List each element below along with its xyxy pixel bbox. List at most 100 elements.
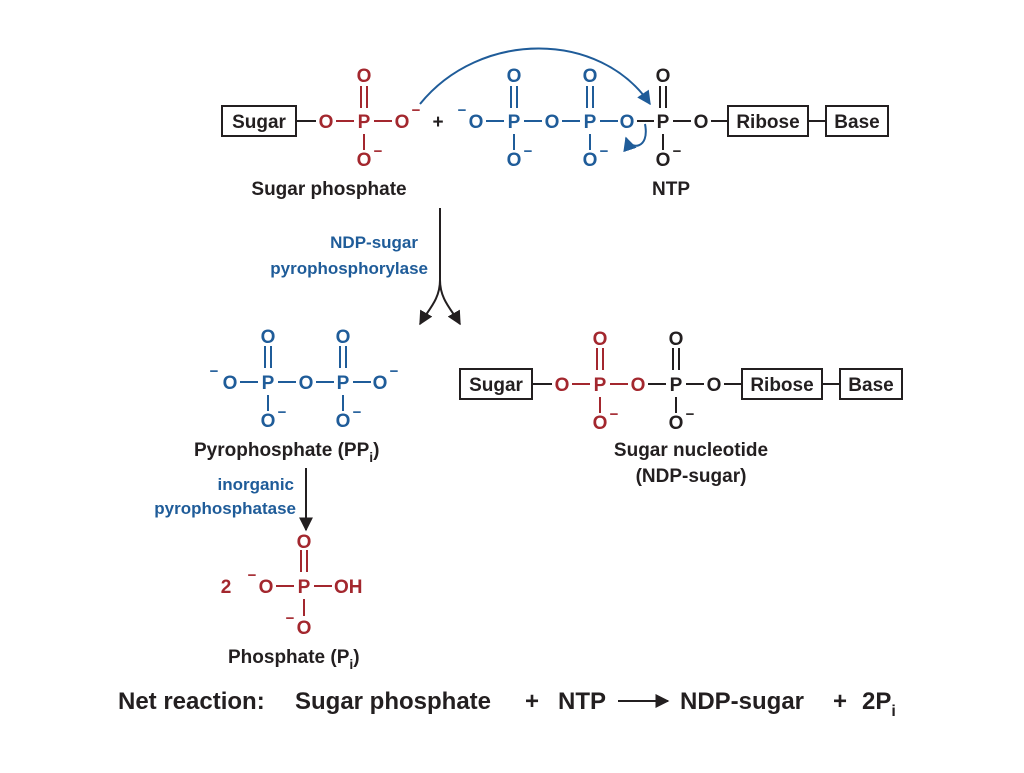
net-plus-sign: +: [833, 688, 847, 715]
oxygen-atom: O: [593, 413, 608, 434]
ribose-box-label: Ribose: [736, 112, 799, 133]
oxygen-atom: O: [583, 66, 598, 87]
net-product-phosphate-subscript: i: [891, 703, 895, 720]
base-box-label: Base: [848, 375, 893, 396]
oxygen-atom: O: [261, 411, 276, 432]
sugar-box-label: Sugar: [469, 375, 523, 396]
phosphate-label: Phosphate (Pi): [228, 647, 360, 672]
ntp-structure: − O P O O − O P O O − O P O O − O Ribose: [458, 66, 889, 171]
negative-charge: −: [286, 610, 295, 627]
oxygen-atom: O: [261, 327, 276, 348]
base-box-label: Base: [834, 112, 879, 133]
phosphorus-atom: P: [298, 577, 311, 598]
bridging-oxygen-atom: O: [620, 112, 635, 133]
negative-charge: −: [458, 102, 467, 119]
net-plus-sign: +: [525, 688, 539, 715]
oxygen-atom: O: [669, 413, 684, 434]
reaction-arrow-right-branch: [439, 279, 461, 326]
phosphorus-atom: P: [358, 112, 371, 133]
plus-sign: +: [432, 112, 443, 133]
phosphate-label-close: ): [353, 647, 359, 668]
phosphorus-atom: P: [584, 112, 597, 133]
oxygen-atom: O: [656, 150, 671, 171]
oxygen-atom: O: [545, 112, 560, 133]
oxygen-atom: O: [395, 112, 410, 133]
net-reactant-sugar-phosphate: Sugar phosphate: [295, 688, 491, 715]
negative-charge: −: [412, 102, 421, 119]
oxygen-atom: O: [297, 532, 312, 553]
stoichiometry-coefficient: 2: [221, 577, 232, 598]
oxygen-atom: O: [319, 112, 334, 133]
negative-charge: −: [390, 363, 399, 380]
sugar-box-label: Sugar: [232, 112, 286, 133]
enzyme-inorganic-line1: inorganic: [217, 475, 294, 494]
oxygen-atom: O: [669, 329, 684, 350]
sugar-nucleotide-label: Sugar nucleotide: [614, 440, 768, 461]
negative-charge: −: [524, 143, 533, 160]
negative-charge: −: [210, 363, 219, 380]
oxygen-atom: O: [336, 327, 351, 348]
oxygen-atom: O: [656, 66, 671, 87]
net-reaction-prefix: Net reaction:: [118, 688, 265, 715]
ribose-box-label: Ribose: [750, 375, 813, 396]
pyrophosphate-structure: − O P O O − O P O O − O −: [210, 327, 399, 432]
net-product-ndp-sugar: NDP-sugar: [680, 688, 804, 715]
negative-charge: −: [278, 404, 287, 421]
negative-charge: −: [248, 567, 257, 584]
net-reactant-ntp: NTP: [558, 688, 606, 715]
oxygen-atom: O: [707, 375, 722, 396]
negative-charge: −: [374, 143, 383, 160]
negative-charge: −: [600, 143, 609, 160]
oxygen-atom: O: [373, 373, 388, 394]
sugar-box: [459, 368, 533, 400]
phosphorus-atom: P: [262, 373, 275, 394]
oxygen-atom: O: [357, 150, 372, 171]
net-product-phosphate: 2Pi: [862, 688, 896, 720]
phosphate-label-main: Phosphate (P: [228, 647, 350, 668]
phosphorus-atom: P: [508, 112, 521, 133]
negative-charge: −: [353, 404, 362, 421]
alpha-phosphorus-atom: P: [657, 112, 670, 133]
pyrophosphate-label: Pyrophosphate (PPi): [194, 440, 379, 465]
base-box: [839, 368, 903, 400]
oxygen-atom: O: [555, 375, 570, 396]
pyrophosphate-label-close: ): [373, 440, 379, 461]
sugar-phosphate-label: Sugar phosphate: [251, 179, 406, 200]
enzyme-ndp-sugar-line1: NDP-sugar: [330, 233, 418, 252]
ribose-box: [727, 105, 809, 137]
hydroxyl-group: OH: [334, 577, 363, 598]
phosphate-label-subscript: i: [349, 656, 353, 672]
nucleophilic-attack-arrow: [419, 47, 651, 106]
sugar-phosphate-structure: Sugar O P O O − O −: [221, 66, 421, 171]
base-box: [825, 105, 889, 137]
oxygen-atom: O: [259, 577, 274, 598]
enzyme-inorganic-line2: pyrophosphatase: [154, 499, 296, 518]
oxygen-atom: O: [469, 112, 484, 133]
phosphate-structure: 2 − O P O O − OH: [221, 532, 363, 639]
oxygen-atom: O: [694, 112, 709, 133]
net-reaction: Net reaction: Sugar phosphate + NTP NDP-…: [118, 688, 896, 720]
oxygen-atom: O: [299, 373, 314, 394]
phosphorus-atom: P: [670, 375, 683, 396]
negative-charge: −: [686, 406, 695, 423]
negative-charge: −: [610, 406, 619, 423]
oxygen-atom: O: [507, 66, 522, 87]
ndp-sugar-paren-label: (NDP-sugar): [636, 466, 747, 487]
oxygen-atom: O: [297, 618, 312, 639]
enzyme-ndp-sugar-line2: pyrophosphorylase: [270, 259, 428, 278]
oxygen-atom: O: [631, 375, 646, 396]
reaction-arrow-left-branch: [419, 279, 441, 326]
phosphorus-atom: P: [337, 373, 350, 394]
net-product-phosphate-main: 2P: [862, 688, 891, 715]
oxygen-atom: O: [357, 66, 372, 87]
oxygen-atom: O: [507, 150, 522, 171]
oxygen-atom: O: [223, 373, 238, 394]
oxygen-atom: O: [583, 150, 598, 171]
ntp-label: NTP: [652, 179, 690, 200]
pyrophosphate-label-subscript: i: [369, 449, 373, 465]
negative-charge: −: [673, 143, 682, 160]
pyrophosphate-label-main: Pyrophosphate (PP: [194, 440, 370, 461]
sugar-nucleotide-structure: Sugar O P O O − O P O O − O Ribose Base: [459, 329, 903, 434]
